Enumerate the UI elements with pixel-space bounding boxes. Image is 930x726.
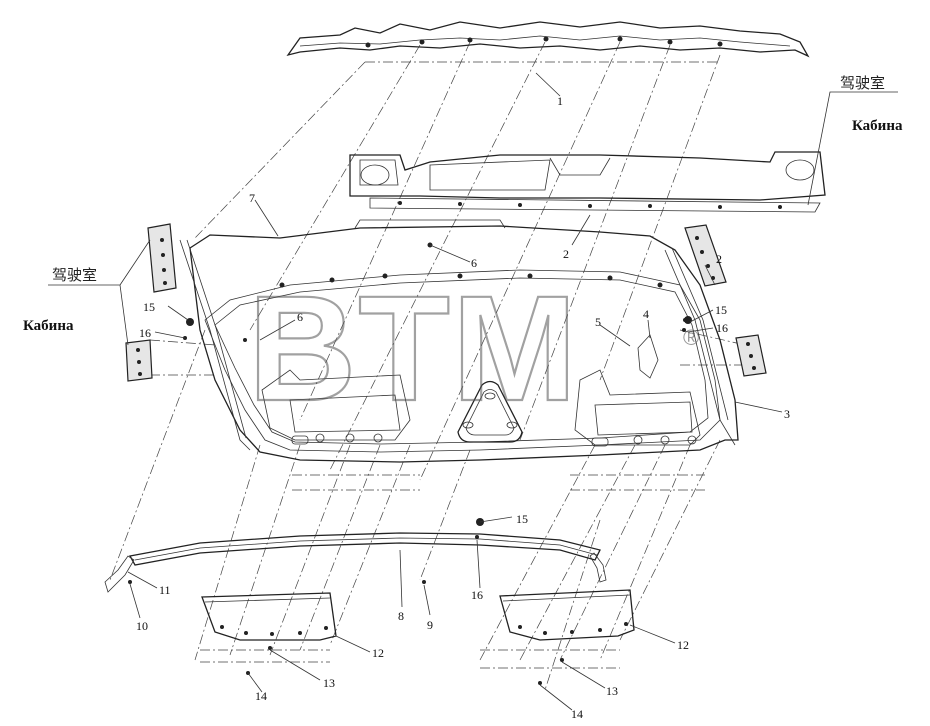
visor-bracket <box>637 334 659 379</box>
callout-3: 3 <box>784 407 790 421</box>
callout-6: 6 <box>471 256 477 270</box>
callout-11: 11 <box>159 583 171 597</box>
callout-numbers: 1 2 2 3 4 5 6 6 7 8 9 10 11 12 12 13 13 … <box>136 94 790 721</box>
callout-1: 1 <box>557 94 563 108</box>
callout-12: 12 <box>372 646 384 660</box>
right-side-strip <box>664 247 736 446</box>
rear-trim-strip <box>128 532 601 566</box>
right-upper-bracket <box>684 224 727 287</box>
left-storage-tray <box>201 592 337 641</box>
left-side-strip <box>179 239 251 451</box>
left-end-cap <box>104 555 135 593</box>
left-upper-bracket <box>147 223 177 293</box>
callout-15: 15 <box>143 300 155 314</box>
front-header-panel <box>349 151 826 213</box>
callout-5: 5 <box>595 315 601 329</box>
callout-4: 4 <box>643 307 649 321</box>
cabin-label-ru-right: Кабина <box>852 118 903 134</box>
callout-16: 16 <box>139 326 151 340</box>
callout-15: 15 <box>516 512 528 526</box>
leader-lines <box>48 72 898 711</box>
callout-16: 16 <box>716 321 728 335</box>
roof-trim-panel <box>286 21 810 58</box>
callout-16: 16 <box>471 588 483 602</box>
callout-2: 2 <box>563 247 569 261</box>
left-console-recess <box>261 369 411 445</box>
right-console-recess <box>574 369 701 447</box>
callout-10: 10 <box>136 619 148 633</box>
watermark-text: BTM <box>248 264 579 432</box>
callout-7: 7 <box>249 191 255 205</box>
cabin-label-cn-left: 驾驶室 <box>52 266 97 284</box>
alignment-lines <box>109 41 746 691</box>
right-storage-tray <box>499 589 635 641</box>
callout-12: 12 <box>677 638 689 652</box>
callout-15: 15 <box>715 303 727 317</box>
callout-14: 14 <box>255 689 267 703</box>
left-lower-bracket <box>125 339 153 382</box>
callout-2: 2 <box>716 252 722 266</box>
right-lower-bracket <box>735 334 767 377</box>
callout-13: 13 <box>606 684 618 698</box>
callout-9: 9 <box>427 618 433 632</box>
callout-6: 6 <box>297 310 303 324</box>
callout-13: 13 <box>323 676 335 690</box>
cabin-label-cn-right: 驾驶室 <box>840 74 885 92</box>
callout-8: 8 <box>398 609 404 623</box>
watermark-registered-mark: ® <box>683 325 699 350</box>
cabin-label-ru-left: Кабина <box>23 318 74 334</box>
btm-watermark: BTM ® <box>247 263 699 433</box>
callout-14: 14 <box>571 707 583 721</box>
right-end-cap <box>589 552 607 583</box>
dome-lamp <box>457 380 523 443</box>
